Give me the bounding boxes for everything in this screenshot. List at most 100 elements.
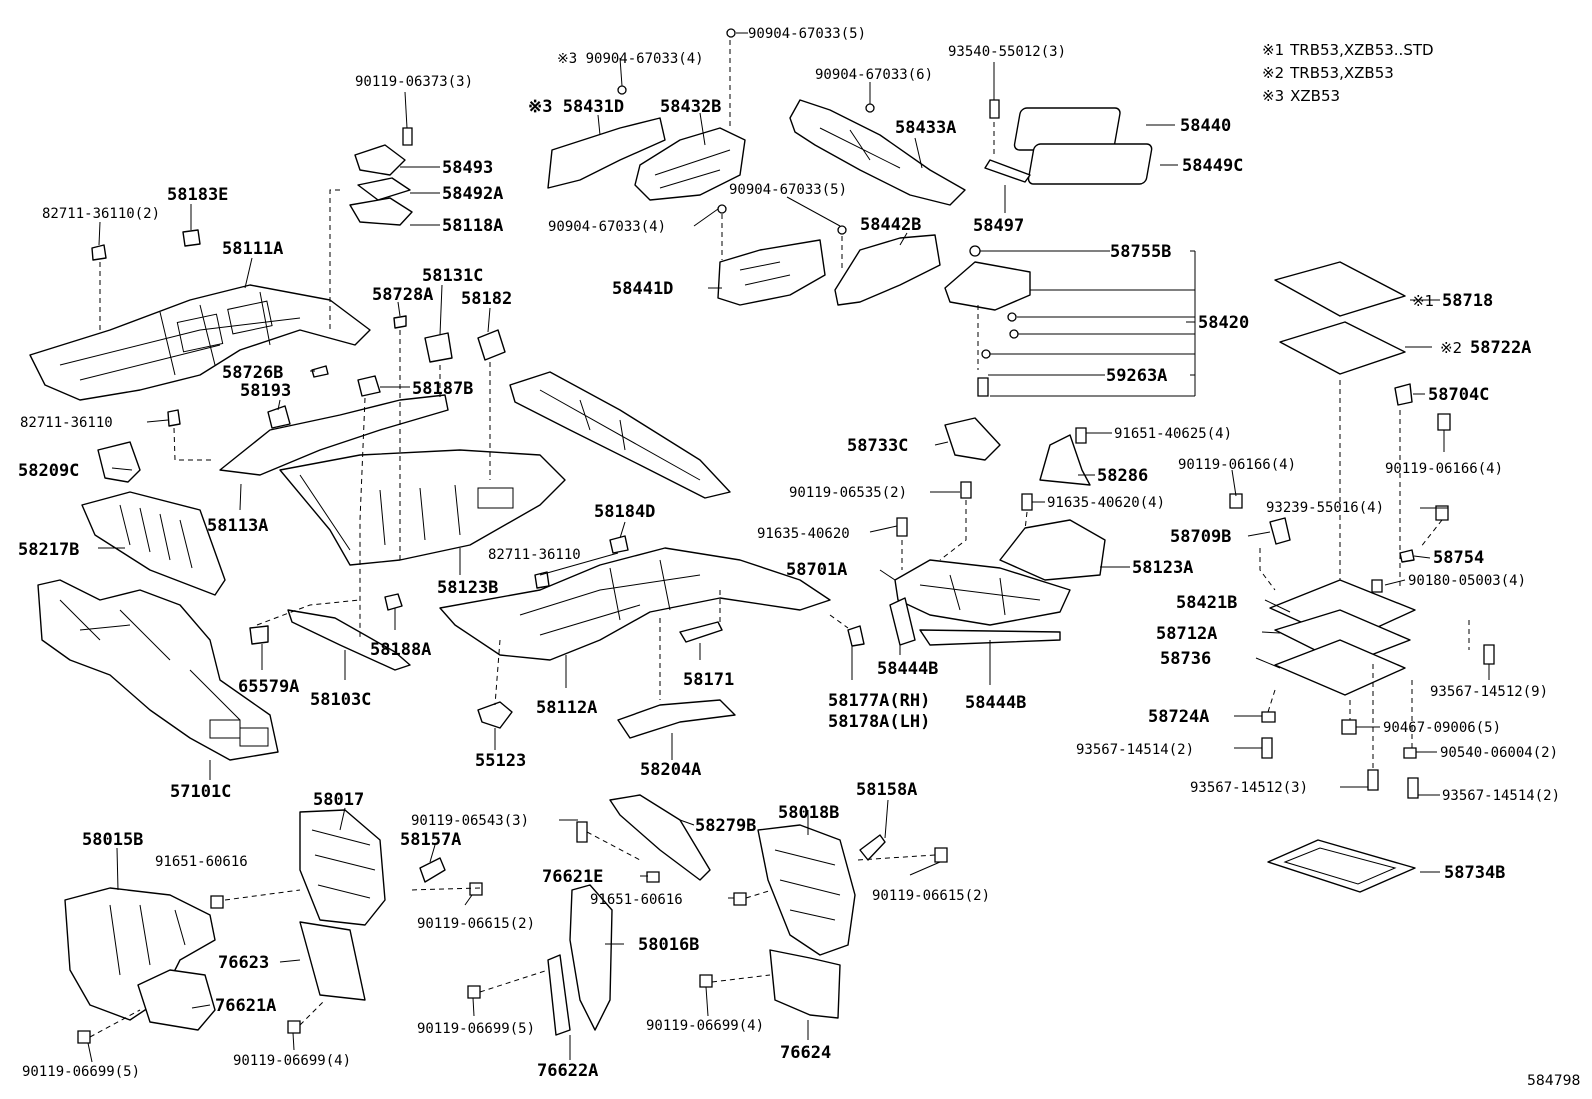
label: 91635-40620: [757, 526, 850, 542]
part-58015B: [64, 887, 216, 1021]
part-76622A: [547, 954, 571, 1036]
label: 90904-67033(4): [548, 219, 666, 235]
part-58493: [354, 144, 406, 176]
label: 58754: [1433, 548, 1484, 568]
label: 58444B: [965, 693, 1026, 713]
label: 58123A: [1132, 558, 1193, 578]
part-58183E: [182, 229, 201, 247]
part-58733C: [944, 417, 1001, 461]
label: 58497: [973, 216, 1024, 236]
part-58734B: [1267, 839, 1416, 893]
part-76624: [769, 949, 841, 1019]
part-58171: [679, 621, 723, 643]
part-58497: [984, 159, 1031, 183]
label: 90540-06004(2): [1440, 745, 1558, 761]
part-58728A: [393, 315, 407, 329]
label: 90904-67033(6): [815, 67, 933, 83]
part-58286: [1039, 434, 1091, 486]
label: 90119-06535(2): [789, 485, 907, 501]
label: 58123B: [437, 578, 498, 598]
part-58449C: [1027, 143, 1153, 185]
label: 58015B: [82, 830, 143, 850]
label: 58178A(LH): [828, 712, 930, 732]
label: 76623: [218, 953, 269, 973]
part-58754: [1399, 549, 1415, 563]
label: 58421B: [1176, 593, 1237, 613]
label: 58118A: [442, 216, 503, 236]
label: 58286: [1097, 466, 1148, 486]
part-76621A: [137, 969, 216, 1031]
label: 58722A: [1470, 338, 1531, 358]
part-58444B-b: [919, 629, 1061, 646]
part-58111A: [29, 284, 371, 401]
part-58187B: [357, 375, 381, 397]
label: 91635-40620(4): [1047, 495, 1165, 511]
label: 58701A: [786, 560, 847, 580]
label: 90119-06166(4): [1385, 461, 1503, 477]
label: 58187B: [412, 379, 473, 399]
label: 90119-06699(5): [22, 1064, 140, 1080]
label: 58112A: [536, 698, 597, 718]
label: 58755B: [1110, 242, 1171, 262]
label: 93567-14512(3): [1190, 780, 1308, 796]
label: 93567-14512(9): [1430, 684, 1548, 700]
label: 58111A: [222, 239, 283, 259]
part-58018B: [757, 824, 856, 956]
part-76623: [299, 921, 366, 1001]
label: 76621A: [215, 996, 276, 1016]
label: 58704C: [1428, 385, 1489, 405]
part-58736: [1274, 639, 1406, 696]
label: 58444B: [877, 659, 938, 679]
label: 58492A: [442, 184, 503, 204]
label: 82711-36110: [488, 547, 581, 563]
label: 58728A: [372, 285, 433, 305]
part-58184D: [609, 535, 629, 554]
label: 93540-55012(3): [948, 44, 1066, 60]
figure-number: 584798: [1527, 1073, 1580, 1089]
label: 58493: [442, 158, 493, 178]
part-58726B: [311, 365, 329, 378]
label: 58449C: [1182, 156, 1243, 176]
label: ※3 90904-67033(4): [557, 51, 704, 67]
label: 91651-40625(4): [1114, 426, 1232, 442]
label: 90904-67033(5): [729, 182, 847, 198]
part-58433A: [789, 99, 966, 206]
label: 58188A: [370, 640, 431, 660]
label: 58103C: [310, 690, 371, 710]
part-58431D: [547, 117, 666, 189]
label: 58441D: [612, 279, 673, 299]
label: 58724A: [1148, 707, 1209, 727]
label: 82711-36110(2): [42, 206, 160, 222]
label: 58442B: [860, 215, 921, 235]
label: 59263A: [1106, 366, 1167, 386]
label: 90119-06615(2): [417, 916, 535, 932]
part-58017: [299, 809, 386, 926]
label: 90119-06166(4): [1178, 457, 1296, 473]
part-58204A: [617, 699, 736, 739]
part-58279B: [609, 794, 711, 881]
label: 58131C: [422, 266, 483, 286]
label: 58432B: [660, 97, 721, 117]
part-58193: [267, 405, 291, 429]
part-58432B: [634, 127, 746, 201]
label: ※3 58431D: [528, 97, 624, 117]
part-58131C: [424, 332, 453, 363]
part-58704C: [1394, 383, 1413, 406]
part-58123B: [279, 449, 566, 566]
label: 90119-06615(2): [872, 888, 990, 904]
label: 58017: [313, 790, 364, 810]
note-mark-2: ※2: [1440, 339, 1462, 357]
label: 90904-67033(5): [748, 26, 866, 42]
label: 90119-06543(3): [411, 813, 529, 829]
label: 76624: [780, 1043, 831, 1063]
part-58420: [944, 261, 1031, 311]
label: 93567-14514(2): [1076, 742, 1194, 758]
label: 90119-06699(5): [417, 1021, 535, 1037]
label: 58736: [1160, 649, 1211, 669]
part-58113A: [219, 394, 449, 476]
note-mark-1: ※1: [1412, 292, 1434, 310]
label: 58158A: [856, 780, 917, 800]
